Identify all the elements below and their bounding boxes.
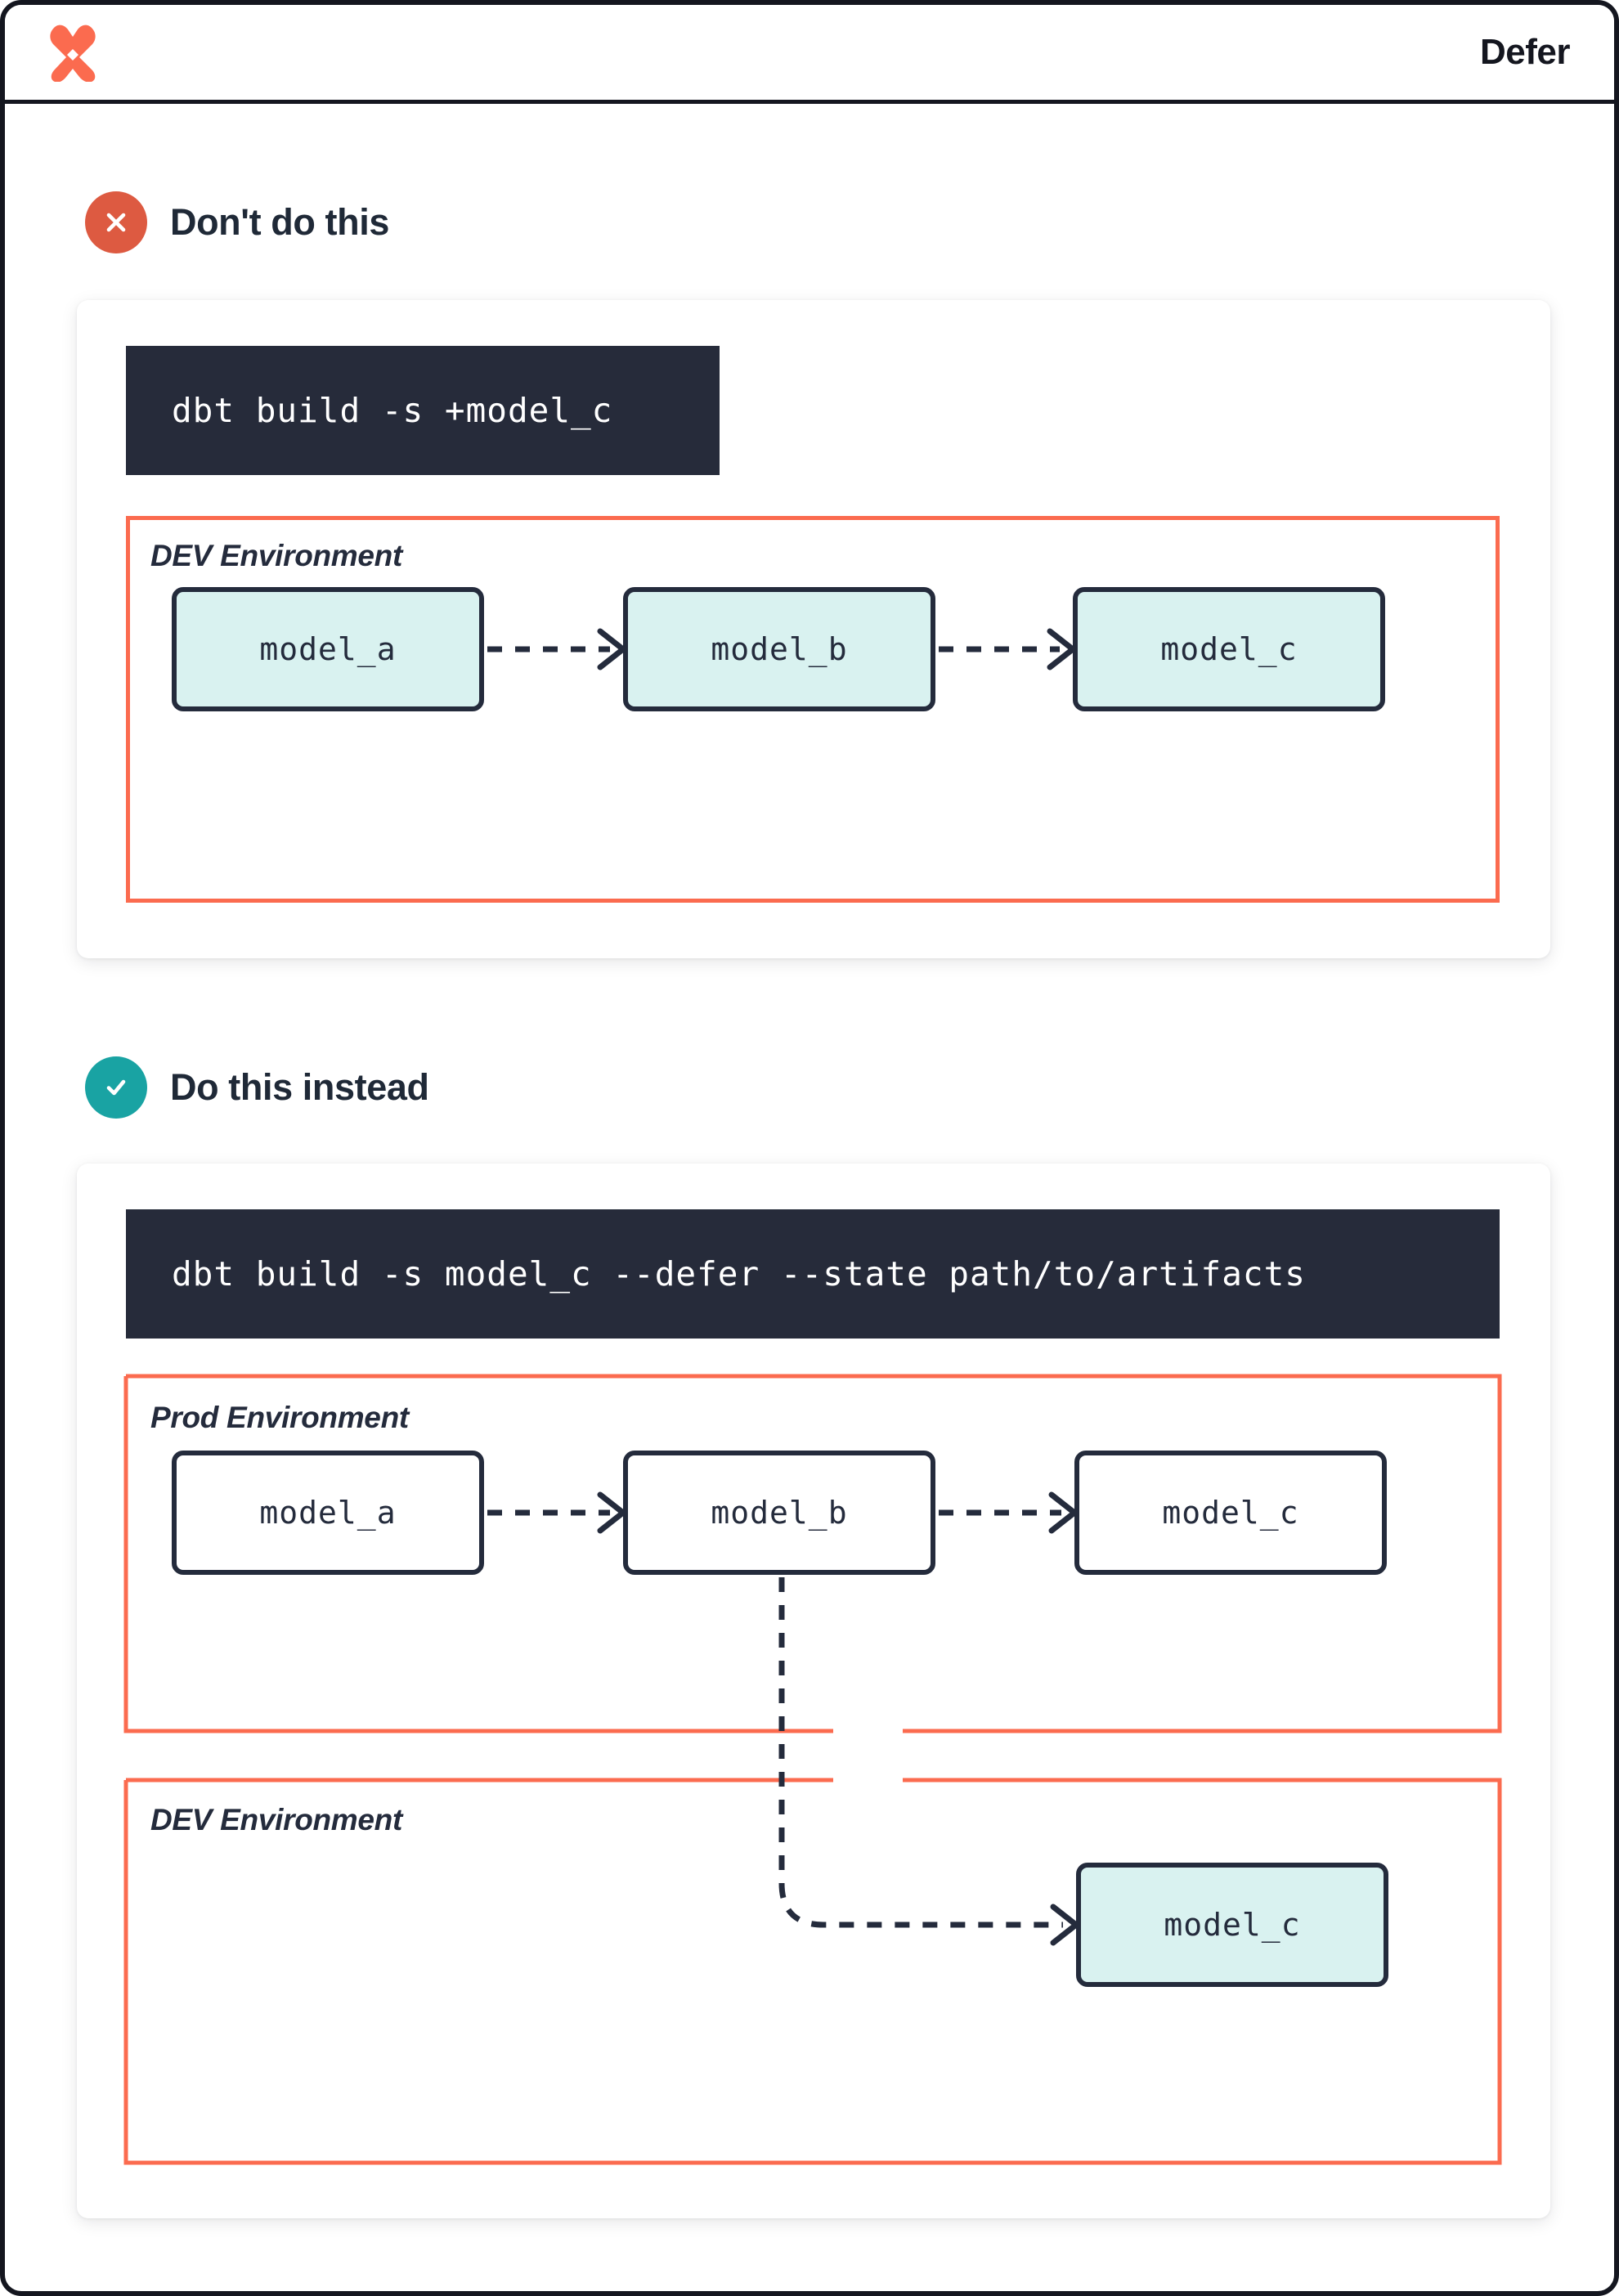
- command-block-do: dbt build -s model_c --defer --state pat…: [126, 1209, 1500, 1339]
- model-box-model-c-dev-2: model_c: [1076, 1863, 1388, 1987]
- card-do: dbt build -s model_c --defer --state pat…: [77, 1164, 1550, 2218]
- command-block-dont: dbt build -s +model_c: [126, 346, 720, 475]
- model-box-model-a-dev-1: model_a: [172, 587, 484, 711]
- model-box-model-a-prod: model_a: [172, 1451, 484, 1575]
- env-label-prod: Prod Environment: [150, 1401, 409, 1434]
- check-circle-icon: [85, 1056, 147, 1119]
- model-box-model-c-prod: model_c: [1074, 1451, 1387, 1575]
- env-label-dev-2: DEV Environment: [150, 1803, 402, 1836]
- section-header-dont: Don't do this: [5, 191, 1614, 253]
- env-label-dev-1: DEV Environment: [150, 539, 402, 572]
- model-box-model-c-dev-1: model_c: [1073, 587, 1385, 711]
- section-title-dont: Don't do this: [170, 201, 389, 243]
- dbt-logo-icon: [47, 23, 98, 82]
- x-circle-icon: [85, 191, 147, 253]
- content-area: Don't do this dbt build -s +model_c DEV …: [5, 104, 1614, 2218]
- model-box-model-b-dev-1: model_b: [623, 587, 935, 711]
- env-box-dev-1: [126, 516, 1500, 903]
- card-dont: dbt build -s +model_c DEV Environment mo…: [77, 300, 1550, 958]
- page-header: Defer: [5, 5, 1614, 104]
- page-title: Defer: [1480, 32, 1571, 72]
- section-title-do: Do this instead: [170, 1066, 429, 1108]
- model-box-model-b-prod: model_b: [623, 1451, 935, 1575]
- section-header-do: Do this instead: [5, 1056, 1614, 1119]
